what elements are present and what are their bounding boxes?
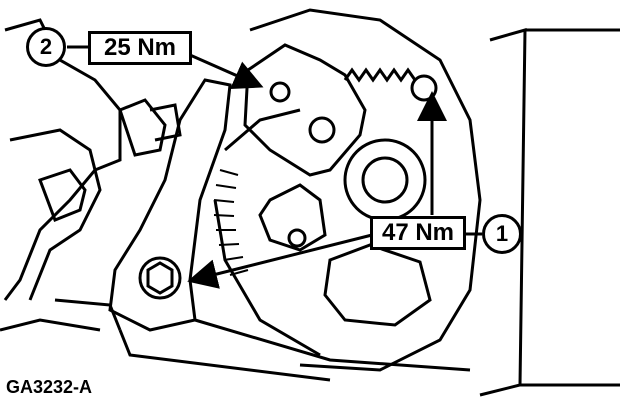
pivot-bolt (138, 256, 182, 300)
callout-1-number: 1 (495, 221, 509, 246)
callout-2-circle: 2 (26, 27, 66, 67)
upper-plate (243, 43, 367, 177)
cooling-fins (213, 169, 249, 276)
callout-2-torque: 25 Nm (103, 34, 177, 61)
callout-2-box: 25 Nm (88, 31, 192, 65)
belt-pulley (410, 74, 438, 102)
figure-id: GA3232-A (6, 377, 93, 397)
leader-lines (67, 45, 482, 289)
right-panel (479, 28, 620, 397)
callout-1-circle: 1 (482, 214, 522, 254)
callout-2-number: 2 (39, 34, 53, 59)
mounting-bracket (108, 78, 471, 382)
lower-right-bolt (323, 243, 432, 327)
callout-1-torque: 47 Nm (381, 219, 455, 246)
drive-belt (343, 67, 417, 83)
callout-1-box: 47 Nm (370, 216, 466, 250)
